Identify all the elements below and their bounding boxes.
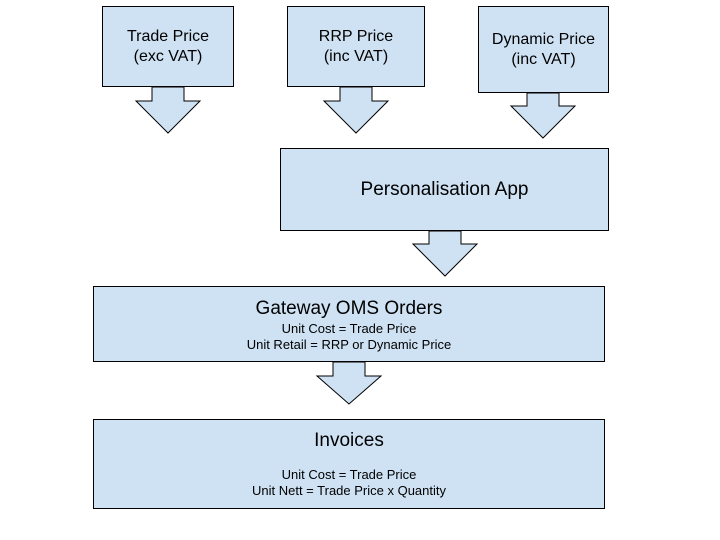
arrow-dynamic-price <box>509 92 577 139</box>
invoices-unit-nett: Unit Nett = Trade Price x Quantity <box>252 483 446 498</box>
invoices-title: Invoices <box>314 430 384 451</box>
personalisation-app-box: Personalisation App <box>280 148 609 231</box>
arrow-personalisation-app <box>411 230 479 277</box>
dynamic-price-label: Dynamic Price <box>491 30 596 48</box>
invoices-box: Invoices Unit Cost = Trade Price Unit Ne… <box>93 419 605 509</box>
dynamic-price-box: Dynamic Price (inc VAT) <box>478 6 609 93</box>
rrp-price-vat-note: (inc VAT) <box>323 47 389 65</box>
gateway-oms-orders-box: Gateway OMS Orders Unit Cost = Trade Pri… <box>93 286 605 362</box>
gateway-oms-unit-retail: Unit Retail = RRP or Dynamic Price <box>246 337 452 352</box>
personalisation-app-title: Personalisation App <box>360 178 529 200</box>
trade-price-label: Trade Price <box>126 27 210 45</box>
invoices-unit-cost: Unit Cost = Trade Price <box>281 467 417 482</box>
rrp-price-box: RRP Price (inc VAT) <box>287 6 425 87</box>
trade-price-vat-note: (exc VAT) <box>133 47 203 65</box>
rrp-price-label: RRP Price <box>318 27 394 45</box>
arrow-rrp-price <box>322 86 390 134</box>
arrow-gateway-oms <box>315 361 383 405</box>
arrow-trade-price <box>134 86 202 134</box>
dynamic-price-vat-note: (inc VAT) <box>511 50 576 68</box>
trade-price-box: Trade Price (exc VAT) <box>102 6 234 87</box>
gateway-oms-unit-cost: Unit Cost = Trade Price <box>281 321 417 336</box>
gateway-oms-orders-title: Gateway OMS Orders <box>255 298 443 319</box>
